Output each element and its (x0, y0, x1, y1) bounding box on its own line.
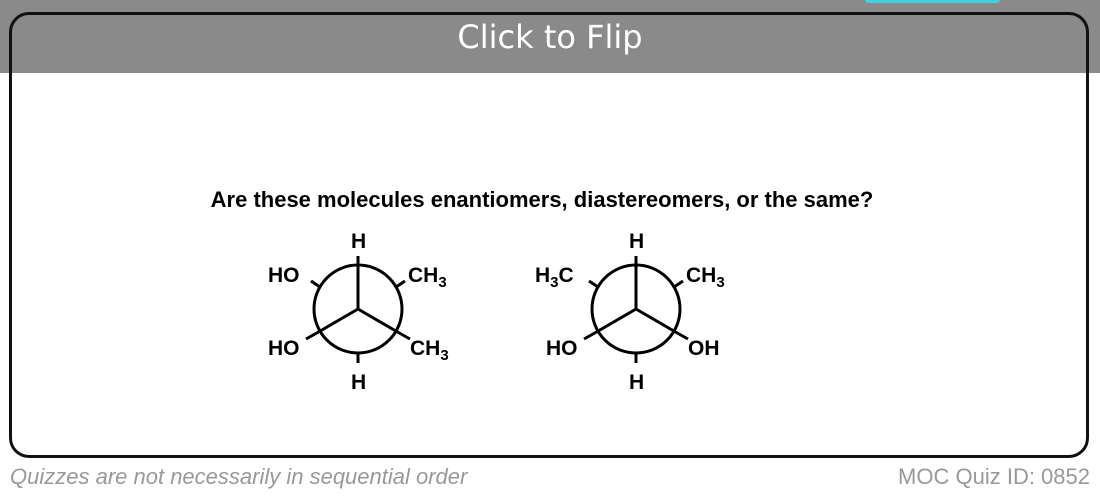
sequence-note: Quizzes are not necessarily in sequentia… (10, 464, 468, 489)
question-text: Are these molecules enantiomers, diaster… (210, 187, 874, 212)
newman-molecule-1 (305, 256, 411, 363)
m1-front-lower-right: CH (410, 337, 440, 360)
m1-front-top: H (351, 230, 366, 253)
quiz-id: MOC Quiz ID: 0852 (898, 464, 1090, 489)
click-to-flip-label[interactable]: Click to Flip (457, 18, 643, 56)
m1-back-upper-left: HO (268, 264, 300, 287)
m2-back-upper-right: CH (686, 264, 716, 287)
m2-front-top: H (629, 230, 644, 253)
m2-front-lower-right: OH (688, 337, 720, 360)
flashcard[interactable] (9, 12, 1089, 458)
m1-back-upper-right: CH (408, 264, 438, 287)
svg-text:CH3: CH3 (410, 337, 449, 364)
molecule-2-labels: H H3C CH3 HO OH H (535, 230, 725, 394)
m1-back-bottom: H (351, 371, 366, 394)
top-tab-accent[interactable] (865, 0, 1000, 3)
svg-text:CH3: CH3 (686, 264, 725, 291)
m2-front-lower-left: HO (546, 337, 578, 360)
newman-molecule-2 (583, 256, 689, 363)
svg-text:H3C: H3C (535, 264, 574, 291)
svg-text:CH3: CH3 (408, 264, 447, 291)
m2-back-bottom: H (629, 371, 644, 394)
m1-front-lower-left: HO (268, 337, 300, 360)
molecule-1-labels: H HO CH3 HO CH3 H (268, 230, 449, 394)
